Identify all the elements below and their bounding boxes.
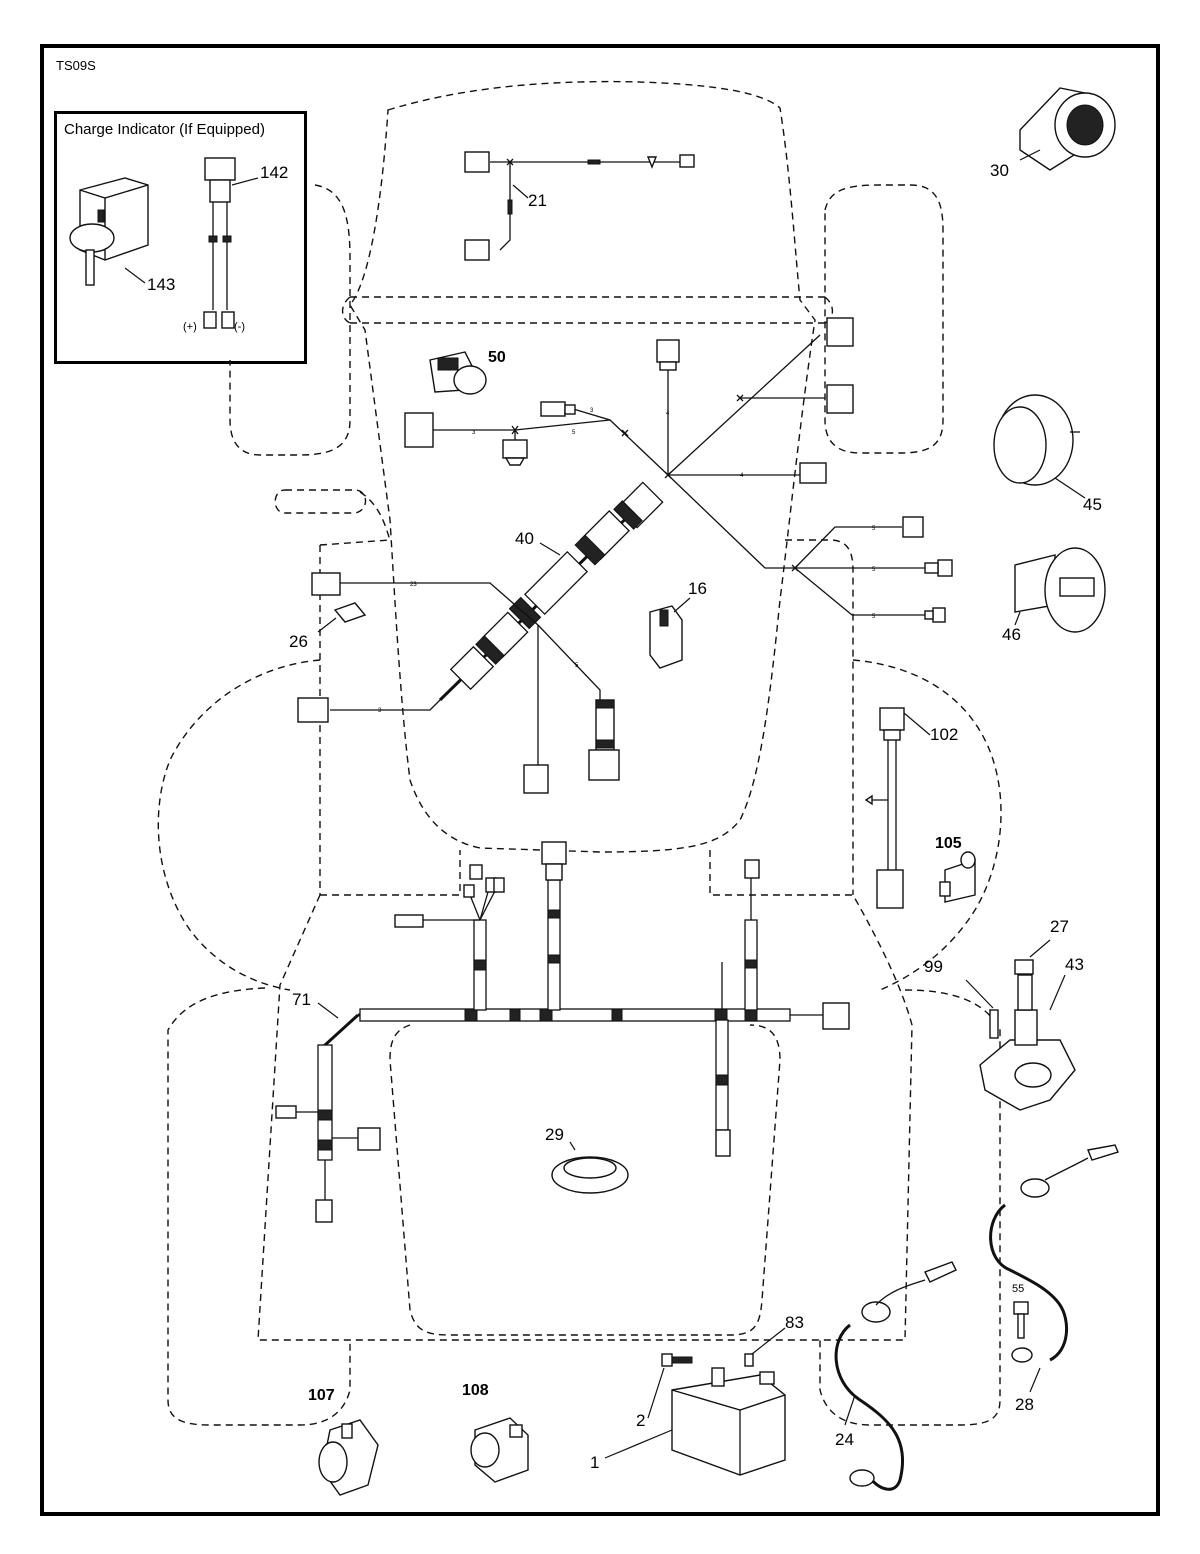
callout-29: 29 <box>545 1125 564 1144</box>
callout-50: 50 <box>488 349 506 366</box>
callout-108: 108 <box>462 1382 489 1399</box>
callout-40: 40 <box>515 529 534 548</box>
callout-143: 143 <box>147 275 175 294</box>
solenoid-43: 43 27 99 <box>924 917 1084 1111</box>
diagram-code: TS09S <box>56 58 96 73</box>
callout-24: 24 <box>835 1430 854 1449</box>
callout-16: 16 <box>688 579 707 598</box>
nut-83: 83 <box>744 1313 804 1367</box>
hour-meter-46: 46 <box>1002 547 1106 644</box>
battery-cable-24: 24 <box>834 1261 957 1491</box>
wire-code: 5 <box>572 430 576 436</box>
callout-1: 1 <box>590 1453 599 1472</box>
switch-108: 108 <box>462 1382 529 1483</box>
inset-title: Charge Indicator (If Equipped) <box>64 121 265 138</box>
wire-code: 23 <box>410 582 417 588</box>
callout-46: 46 <box>1002 625 1021 644</box>
wire-code: 5 <box>872 567 876 573</box>
callout-142: 142 <box>260 163 288 182</box>
screw-55: 55 <box>1012 1283 1029 1339</box>
rear-harness-71 <box>275 841 850 1223</box>
harness-21-callout: 21 <box>512 184 547 210</box>
polarity-negative: (-) <box>234 321 245 333</box>
callout-2: 2 <box>636 1411 645 1430</box>
polarity-positive: (+) <box>183 321 197 333</box>
callout-28: 28 <box>1015 1395 1034 1414</box>
wire-code: 4 <box>666 411 670 417</box>
callout-71: 71 <box>292 990 311 1009</box>
harness-102: 102 <box>864 707 958 909</box>
callout-55: 55 <box>1012 1283 1024 1295</box>
wire-code: 5 <box>872 526 876 532</box>
harness-71-callout: 71 <box>292 990 339 1019</box>
callout-105: 105 <box>935 835 962 852</box>
switch-105: 105 <box>935 835 976 903</box>
harness-40-callout: 40 <box>515 529 561 556</box>
callout-99: 99 <box>924 957 943 976</box>
wire-code: 5 <box>575 663 579 669</box>
harness-connectors <box>297 317 953 794</box>
charge-indicator-parts: (+) (-) 142 143 <box>69 157 288 333</box>
ground-cable-28: 28 <box>989 1144 1119 1414</box>
wire-code: 3 <box>590 408 594 414</box>
wire-code: 3 <box>472 430 476 436</box>
callout-43: 43 <box>1065 955 1084 974</box>
relay-16: 16 <box>649 579 707 669</box>
main-harness-40: 3 5 3 4 4 5 5 5 23 3 5 <box>297 317 953 794</box>
callout-26: 26 <box>289 632 308 651</box>
callout-102: 102 <box>930 725 958 744</box>
callout-21: 21 <box>528 191 547 210</box>
wire-code: 4 <box>740 473 744 479</box>
tractor-outline <box>157 80 1002 1426</box>
callout-83: 83 <box>785 1313 804 1332</box>
diagram-frame <box>40 44 1160 1516</box>
switch-50: 50 <box>429 349 506 395</box>
callout-27: 27 <box>1050 917 1069 936</box>
gauge-45: 45 <box>993 394 1102 514</box>
fuse-26: 26 <box>289 602 367 651</box>
bolt-2: 2 <box>636 1353 693 1430</box>
harness-21 <box>464 151 695 261</box>
harness-loom <box>449 481 664 691</box>
ignition-switch-30: 30 <box>990 87 1116 180</box>
callout-107: 107 <box>308 1387 335 1404</box>
solenoid-107: 107 <box>308 1387 379 1496</box>
grommet-29: 29 <box>545 1125 629 1194</box>
battery-1: 1 <box>590 1367 786 1476</box>
wire-code: 3 <box>378 708 382 714</box>
callout-45: 45 <box>1083 495 1102 514</box>
wire-code: 5 <box>872 614 876 620</box>
callout-30: 30 <box>990 161 1009 180</box>
